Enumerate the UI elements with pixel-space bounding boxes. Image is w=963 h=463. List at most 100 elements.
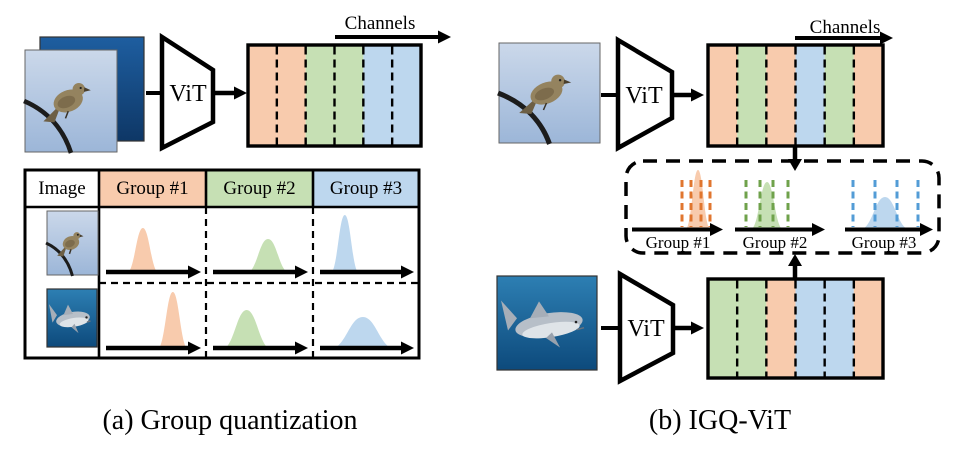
- bar-segment-orange: [853, 45, 883, 146]
- group-plot-2: [735, 180, 825, 236]
- shark-mouth: [86, 320, 91, 323]
- bar-segment-blue: [824, 279, 854, 378]
- bar-segment-blue: [795, 279, 825, 378]
- bar-segment-blue: [392, 45, 421, 146]
- bird-head: [551, 74, 565, 89]
- shark-belly: [59, 317, 89, 328]
- bar-segment-orange: [708, 45, 738, 146]
- shark-mouth: [576, 327, 585, 331]
- table-header-cell: [313, 170, 419, 207]
- channels-arrow-a-head: [438, 30, 451, 44]
- axis-arrow-head: [401, 265, 414, 279]
- bird-beak: [79, 234, 84, 238]
- activation-bar-a: [246, 43, 423, 148]
- bar-segment-green: [737, 45, 767, 146]
- table-header-group3: Group #3: [329, 178, 403, 199]
- bird-photo-a: [23, 49, 118, 154]
- bar-segment-green: [737, 279, 767, 378]
- activation-bar-b-top: [706, 43, 885, 148]
- axis-arrow-head: [295, 265, 308, 279]
- table-header-cell: [25, 170, 99, 207]
- channels-label-b: Channels: [809, 17, 881, 38]
- table-header-cell: [99, 170, 206, 207]
- bird-leg: [68, 249, 72, 255]
- table-header-group2: Group #2: [223, 178, 296, 199]
- shark-pectoral-fin: [71, 323, 79, 334]
- bar-segment-orange: [766, 279, 796, 378]
- table-bird-thumbnail: [45, 210, 99, 277]
- distribution-bell-blue: [327, 317, 398, 350]
- shark-tail: [501, 300, 517, 331]
- axis-arrow-head: [295, 341, 308, 355]
- activation-bar-b-bottom: [706, 277, 885, 380]
- distribution-bell-orange: [156, 292, 189, 350]
- bar-segment-green: [334, 45, 364, 146]
- vit-output-arrow-a-head: [234, 86, 247, 100]
- bird-leg: [542, 102, 548, 111]
- shark-dorsal-fin: [63, 304, 73, 316]
- bird-wing: [534, 87, 555, 101]
- bar-border: [706, 43, 885, 148]
- vit-label-b-top: ViT: [625, 83, 663, 109]
- vit-output-arrow-b-top-head: [691, 88, 704, 102]
- caption-b: (b) IGQ-ViT: [648, 405, 792, 436]
- bar-segment-green: [708, 279, 738, 378]
- bird-leg: [64, 110, 69, 119]
- bar-to-box-up-arrow-head: [788, 254, 802, 266]
- group-axis-arrow-head: [812, 223, 825, 236]
- vit-block-a: [159, 32, 216, 152]
- bar-segment-blue: [363, 45, 393, 146]
- group-plot-1: [632, 170, 723, 236]
- group-label-1: Group #1: [645, 233, 711, 252]
- group-bell-blue: [859, 197, 911, 230]
- channels-label-a: Channels: [344, 13, 416, 34]
- bird-wing: [57, 95, 76, 109]
- table-outer-border: [23, 168, 421, 360]
- bird-beak: [563, 79, 572, 84]
- bird-photo-b: [497, 42, 601, 145]
- table-shark-thumbnail: [46, 288, 98, 348]
- bar-segment-orange: [276, 45, 306, 146]
- group-axis-arrow-head: [710, 223, 723, 236]
- shark-tail: [49, 304, 57, 323]
- bird-eye: [558, 78, 562, 82]
- distribution-bell-green: [245, 239, 292, 274]
- bar-segment-orange: [248, 45, 277, 146]
- shark-eye: [574, 320, 578, 324]
- table-header-cell: [206, 170, 313, 207]
- bar-segment-orange: [766, 45, 796, 146]
- group-label-3: Group #3: [851, 233, 917, 252]
- group-plot-3: [845, 180, 933, 236]
- bar-to-box-down-arrow-head: [788, 159, 802, 171]
- generated-graphics: [23, 30, 933, 380]
- vit-block-b-bottom: [617, 270, 676, 385]
- vit-label-a: ViT: [169, 81, 207, 107]
- bird-eye: [79, 86, 82, 90]
- bar-segment-green: [305, 45, 335, 146]
- vit-label-b-bottom: ViT: [627, 316, 665, 342]
- axis-arrow-head: [188, 341, 201, 355]
- distribution-bell-green: [220, 310, 273, 350]
- group-table: [23, 168, 421, 360]
- vit-block-b-top: [615, 36, 675, 152]
- table-header-group1: Group #1: [116, 178, 189, 199]
- axis-arrow-head: [401, 341, 414, 355]
- group-axis-arrow-head: [920, 223, 933, 236]
- bar-border: [246, 43, 423, 148]
- shark-belly: [522, 321, 580, 339]
- bar-segment-blue: [795, 45, 825, 146]
- bird-head: [73, 232, 81, 240]
- group-label-2: Group #2: [742, 233, 808, 252]
- distribution-bell-orange: [125, 228, 160, 274]
- bird-beak: [83, 87, 91, 92]
- bar-segment-orange: [853, 279, 883, 378]
- distribution-bell-blue: [329, 215, 360, 274]
- caption-a: (a) Group quantization: [102, 405, 358, 436]
- bar-segment-green: [824, 45, 854, 146]
- shark-pectoral-fin: [546, 332, 560, 348]
- bird-eye: [76, 233, 79, 236]
- axis-arrow-head: [188, 265, 201, 279]
- channels-arrow-b-head: [880, 31, 893, 45]
